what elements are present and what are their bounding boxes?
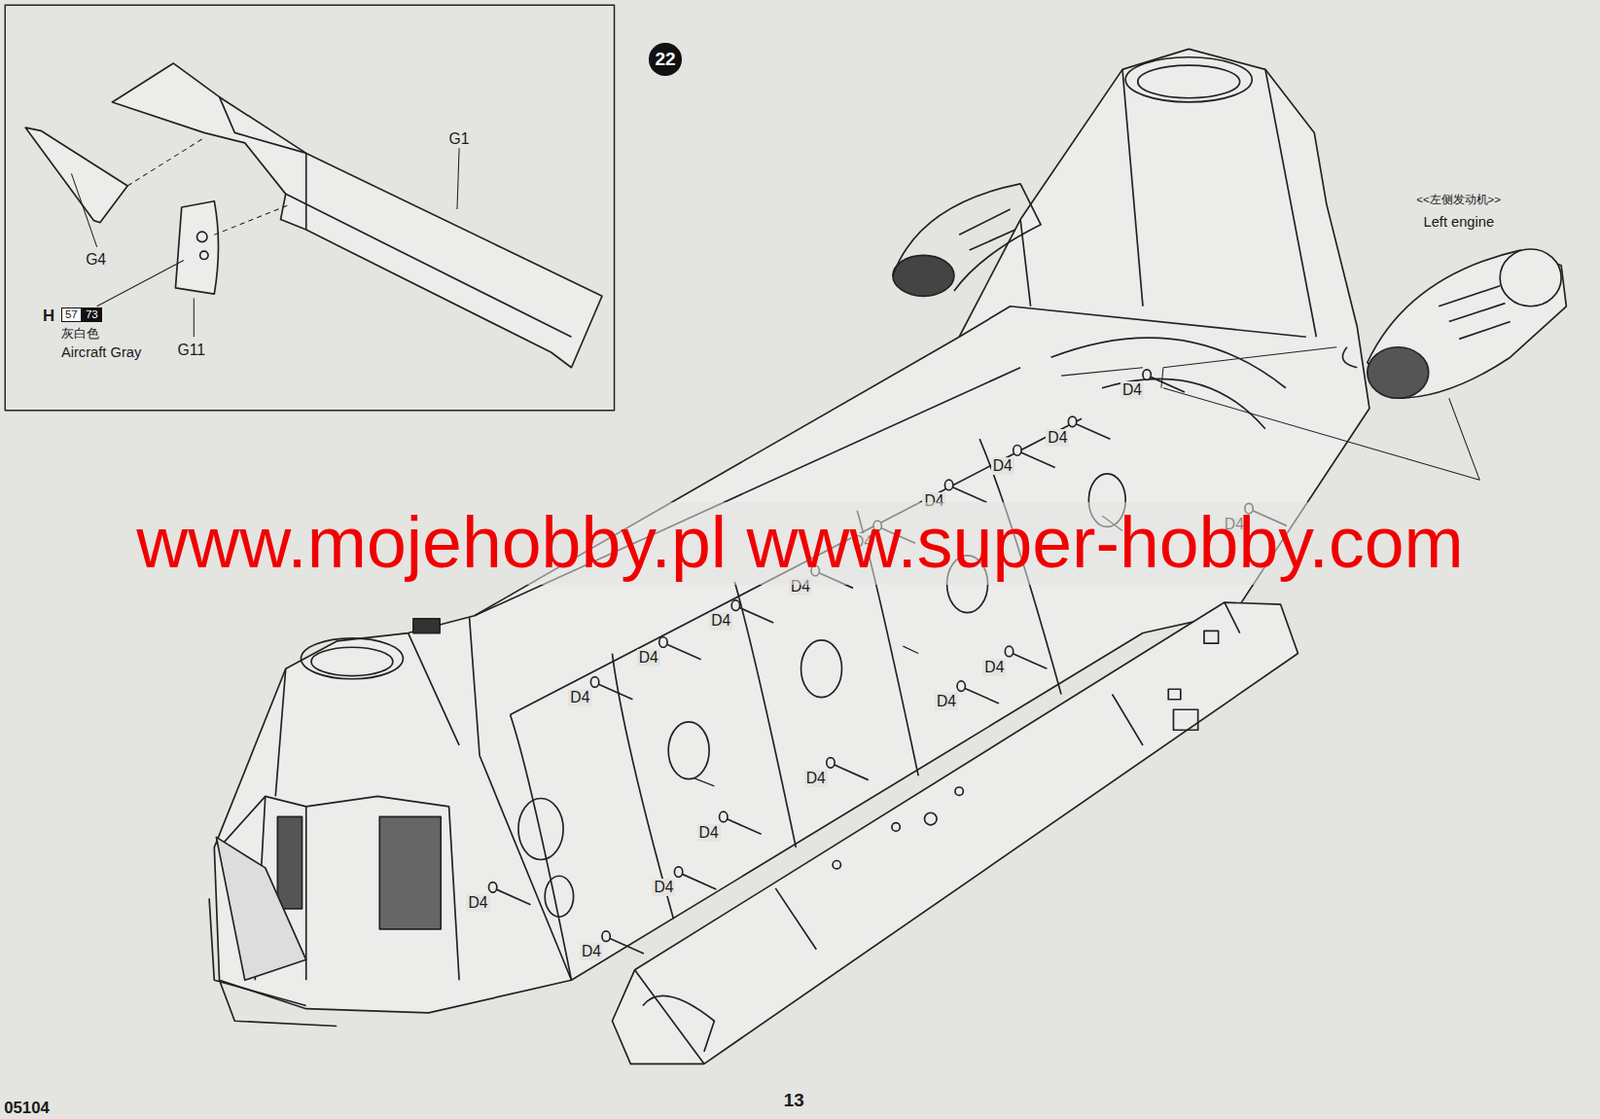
pin-head (590, 676, 599, 687)
part-number: D4 (1045, 428, 1069, 447)
pin-part (961, 686, 999, 704)
part-number: D4 (934, 692, 959, 711)
note: Left engine (1423, 213, 1495, 231)
pin-part (664, 642, 702, 660)
pin-part (494, 888, 532, 905)
pin-part (724, 817, 762, 834)
pin-head (659, 637, 668, 647)
pin-part (736, 605, 774, 623)
part-number: D4 (982, 658, 1006, 676)
pin-head (674, 866, 682, 877)
pin-part (1010, 651, 1048, 669)
pin-part (1147, 375, 1185, 392)
step-number: 22 (654, 48, 676, 71)
part-number: G1 (449, 130, 470, 148)
part-number: D4 (568, 688, 592, 707)
pin-head (488, 882, 497, 892)
pin-head (826, 757, 835, 768)
part-number: D4 (1120, 381, 1144, 399)
pin-head (1067, 416, 1076, 427)
paint-code: 73 (81, 307, 103, 322)
pin-head (602, 930, 610, 941)
part-number: D4 (637, 648, 661, 667)
paint-name: 灰白色 (61, 326, 100, 341)
paint-name: <<左侧发动机>> (1416, 193, 1501, 207)
part-number: D4 (579, 942, 604, 960)
pin-part (1018, 451, 1056, 468)
page-number: 13 (783, 1089, 805, 1111)
watermark: www.mojehobby.pl www.super-hobby.com (130, 501, 1469, 584)
pin-head (731, 600, 740, 610)
part-number: G4 (85, 250, 107, 269)
pin-head (719, 811, 728, 821)
part-number: D4 (651, 878, 676, 896)
pin-head (1004, 645, 1013, 656)
page-number: 05104 (3, 1098, 50, 1117)
pin-part (606, 936, 644, 954)
pin-head (1013, 444, 1022, 455)
pin-part (1073, 422, 1111, 439)
paint-code: 57 (61, 307, 82, 322)
pin-head (957, 680, 965, 691)
part-number: D4 (465, 893, 490, 912)
pin-part (950, 485, 988, 502)
pin-part (831, 763, 869, 781)
part-number: D4 (709, 611, 733, 630)
pin-head (944, 479, 953, 490)
pin-head (1142, 369, 1151, 380)
part-number: G11 (177, 341, 207, 359)
step-number-circle: 22 (648, 42, 682, 76)
part-number: D4 (697, 823, 721, 842)
pin-part (596, 682, 634, 700)
part-number: D4 (991, 457, 1015, 475)
paint-code: H (42, 306, 55, 325)
note: Aircraft Gray (61, 344, 142, 361)
pin-part (679, 872, 717, 889)
part-number: D4 (804, 769, 828, 787)
